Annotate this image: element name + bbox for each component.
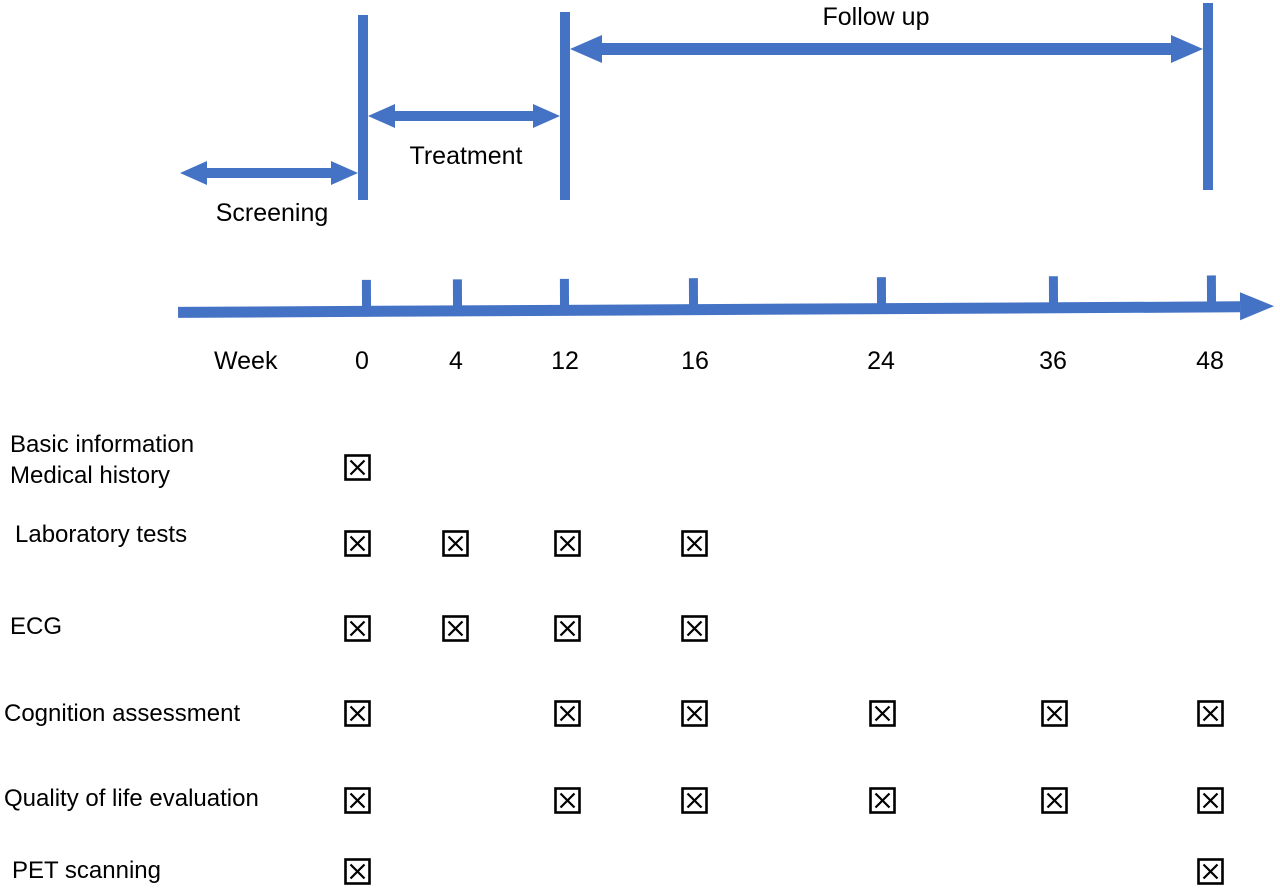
checked-box-week-0 <box>343 700 371 727</box>
week-tick-label-0: 0 <box>355 347 369 375</box>
week-tick-label-16: 16 <box>681 347 709 375</box>
week-tick-label-48: 48 <box>1196 347 1224 375</box>
milestone-bar-week-12 <box>560 12 570 200</box>
week-tick-label-12: 12 <box>551 347 579 375</box>
axis-label: Week <box>214 347 278 375</box>
checked-box-week-16 <box>680 787 708 814</box>
checked-box-week-0 <box>343 615 371 642</box>
treatment-arrow <box>368 104 560 128</box>
row-label-laboratory-tests: Laboratory tests <box>15 521 188 548</box>
row-label-line: Medical history <box>10 462 171 489</box>
checked-box-week-12 <box>553 700 581 727</box>
row-label-quality-of-life: Quality of life evaluation <box>4 785 259 812</box>
milestone-bar-week-0 <box>358 15 368 200</box>
week-tick-label-24: 24 <box>867 347 895 375</box>
checked-box-week-16 <box>680 530 708 557</box>
checked-box-week-36 <box>1040 700 1068 727</box>
checked-box-week-16 <box>680 700 708 727</box>
row-label-basic-information: Basic information Medical history <box>10 429 194 491</box>
checked-box-week-12 <box>553 530 581 557</box>
treatment-phase-label: Treatment <box>409 142 523 170</box>
checked-box-week-4 <box>441 615 469 642</box>
checked-box-week-48 <box>1196 787 1224 814</box>
row-label-pet-scanning: PET scanning <box>12 857 161 884</box>
row-label-line: Basic information <box>10 431 195 458</box>
checked-box-week-4 <box>441 530 469 557</box>
follow-up-arrow <box>570 35 1203 63</box>
screening-arrow <box>180 161 358 185</box>
checked-box-week-12 <box>553 787 581 814</box>
checked-box-week-12 <box>553 615 581 642</box>
checked-box-week-16 <box>680 615 708 642</box>
row-label-ecg: ECG <box>10 613 63 640</box>
checked-box-week-24 <box>868 787 896 814</box>
checked-box-week-48 <box>1196 858 1224 885</box>
screening-phase-label: Screening <box>215 199 329 227</box>
milestone-bar-week-48 <box>1203 3 1213 190</box>
week-tick-label-36: 36 <box>1039 347 1067 375</box>
row-label-cognition-assessment: Cognition assessment <box>4 700 241 727</box>
timeline-axis <box>178 275 1275 321</box>
checked-box-week-0 <box>343 787 371 814</box>
checked-box-week-0 <box>343 454 371 481</box>
checked-box-week-24 <box>868 700 896 727</box>
week-tick-label-4: 4 <box>449 347 463 375</box>
checked-box-week-36 <box>1040 787 1068 814</box>
follow-up-phase-label: Follow up <box>822 3 930 31</box>
checked-box-week-0 <box>343 858 371 885</box>
checked-box-week-0 <box>343 530 371 557</box>
checked-box-week-48 <box>1196 700 1224 727</box>
